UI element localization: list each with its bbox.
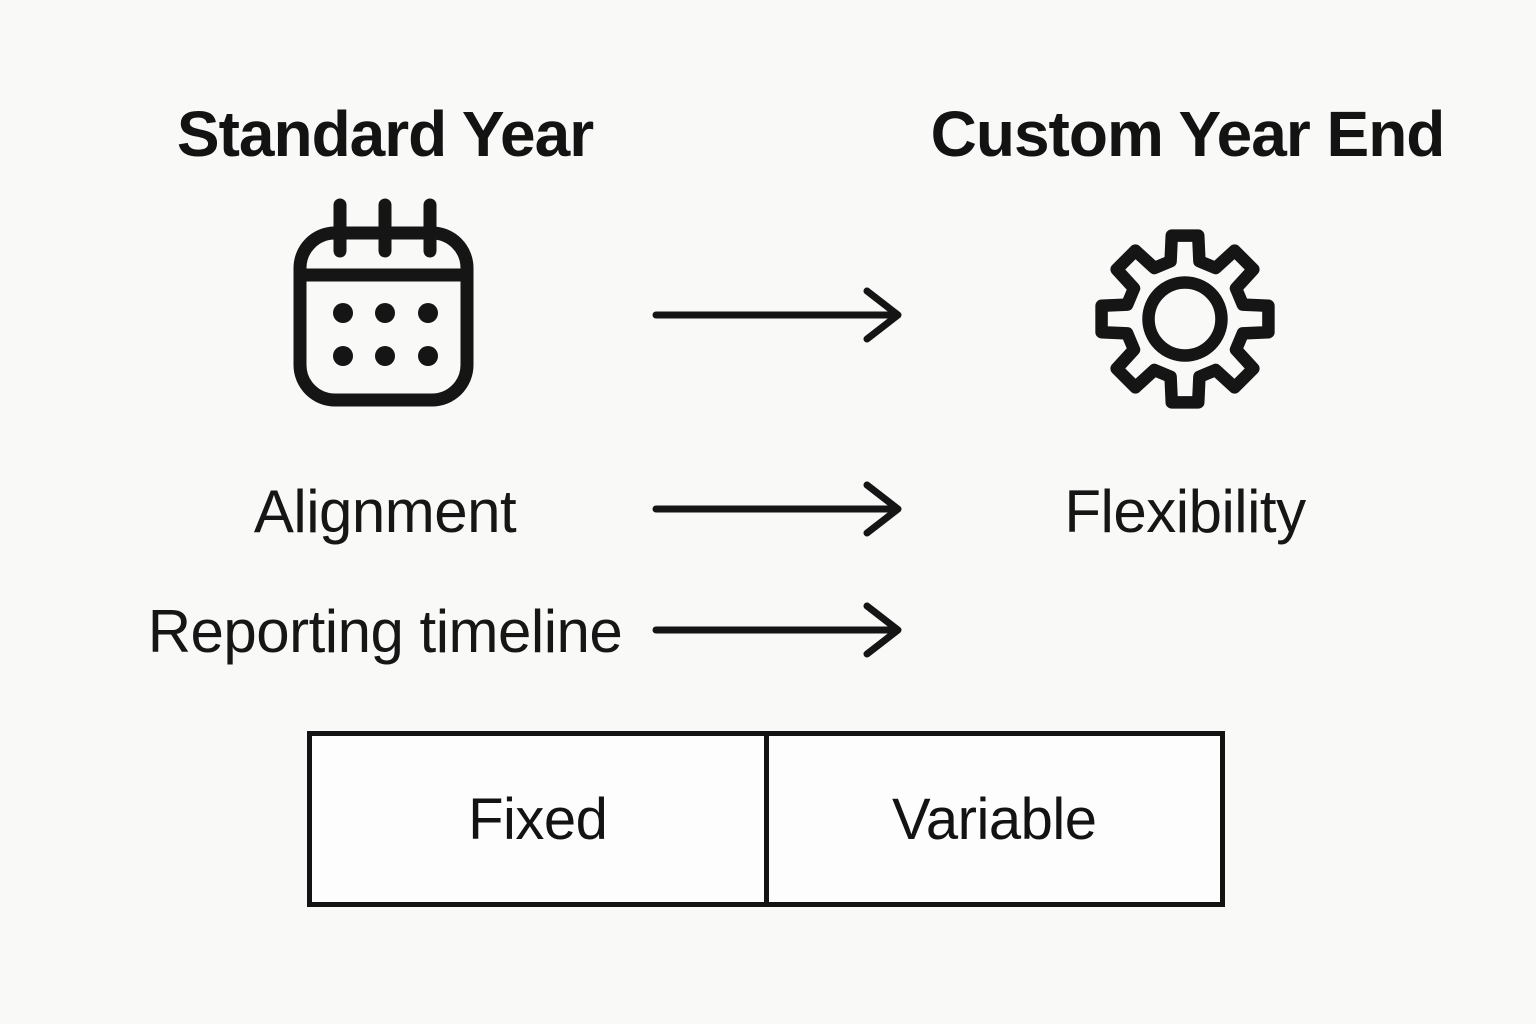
calendar-dots: [333, 303, 438, 366]
arrow-right-icon: [652, 481, 902, 537]
calendar-icon: [293, 198, 474, 407]
right-column-title: Custom Year End: [930, 98, 1446, 170]
left-column-title: Standard Year: [176, 98, 594, 170]
left-row-label-alignment: Alignment: [253, 477, 517, 545]
gear-icon: [1095, 229, 1275, 409]
table-cell-fixed: Fixed: [468, 786, 608, 852]
right-row-label-flexibility: Flexibility: [1064, 477, 1306, 545]
arrow-right-icon: [652, 602, 902, 658]
table-cell-variable: Variable: [763, 736, 1221, 902]
left-row-label-reporting-timeline: Reporting timeline: [147, 597, 623, 665]
arrow-right-icon: [652, 287, 902, 343]
comparison-table: Fixed Variable: [307, 731, 1225, 907]
